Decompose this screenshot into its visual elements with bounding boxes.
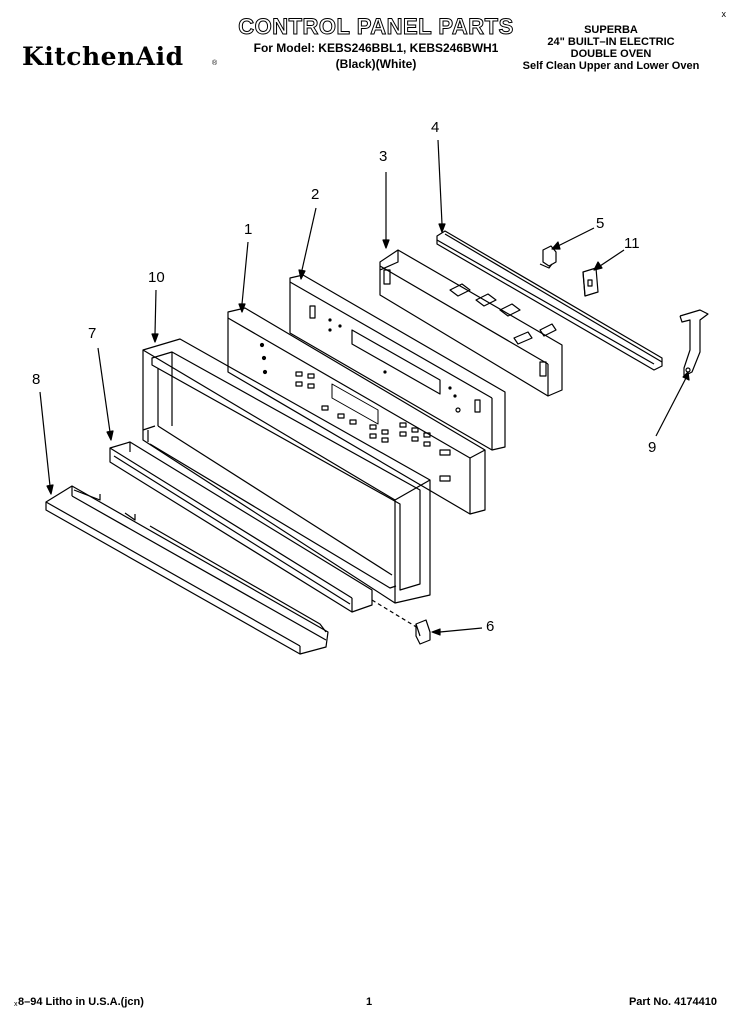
- product-series: SUPERBA: [584, 24, 638, 36]
- callout-11: 11: [624, 235, 640, 252]
- footer-tick: x: [14, 1001, 18, 1008]
- callout-1: 1: [244, 221, 253, 238]
- callout-8: 8: [32, 371, 41, 388]
- registered-mark: ®: [212, 60, 218, 67]
- callout-9: 9: [648, 439, 657, 456]
- part-8-lower-trim: [45, 485, 329, 655]
- leader-lines: [39, 139, 690, 636]
- part-2-overlay: [289, 274, 506, 451]
- part-6-clip: [415, 619, 431, 645]
- callout-7: 7: [88, 325, 97, 342]
- callout-6: 6: [486, 618, 495, 635]
- brand-logo: KitchenAid: [22, 42, 184, 71]
- callout-10: 10: [148, 269, 165, 286]
- callout-2: 2: [311, 186, 320, 203]
- part-1-console-panel: [227, 307, 486, 515]
- alignment-line: [371, 599, 419, 629]
- part-9-hinge: [679, 309, 709, 377]
- page-title: CONTROL PANEL PARTS: [238, 14, 514, 40]
- part-3-control-board: [379, 249, 563, 397]
- corner-mark: x: [721, 9, 727, 19]
- part-7-trim-bar: [109, 441, 373, 613]
- page-number: 1: [366, 996, 373, 1008]
- callout-3: 3: [379, 148, 388, 165]
- color-line: (Black)(White): [335, 57, 417, 71]
- product-info: SUPERBA 24" BUILT–IN ELECTRIC DOUBLE OVE…: [506, 24, 716, 72]
- part-10-housing: [142, 338, 431, 604]
- part-5-clip: [539, 245, 557, 269]
- product-type: 24" BUILT–IN ELECTRIC: [547, 36, 675, 48]
- part-number: Part No. 4174410: [628, 996, 717, 1008]
- litho-note: 8–94 Litho in U.S.A.(jcn): [18, 996, 144, 1008]
- part-11-bracket: [582, 267, 599, 297]
- product-kind: DOUBLE OVEN: [570, 48, 652, 60]
- model-line: For Model: KEBS246BBL1, KEBS246BWH1: [253, 41, 499, 55]
- product-feature: Self Clean Upper and Lower Oven: [522, 60, 700, 72]
- callout-5: 5: [596, 215, 605, 232]
- callout-4: 4: [431, 119, 440, 136]
- part-4-rail: [436, 230, 663, 371]
